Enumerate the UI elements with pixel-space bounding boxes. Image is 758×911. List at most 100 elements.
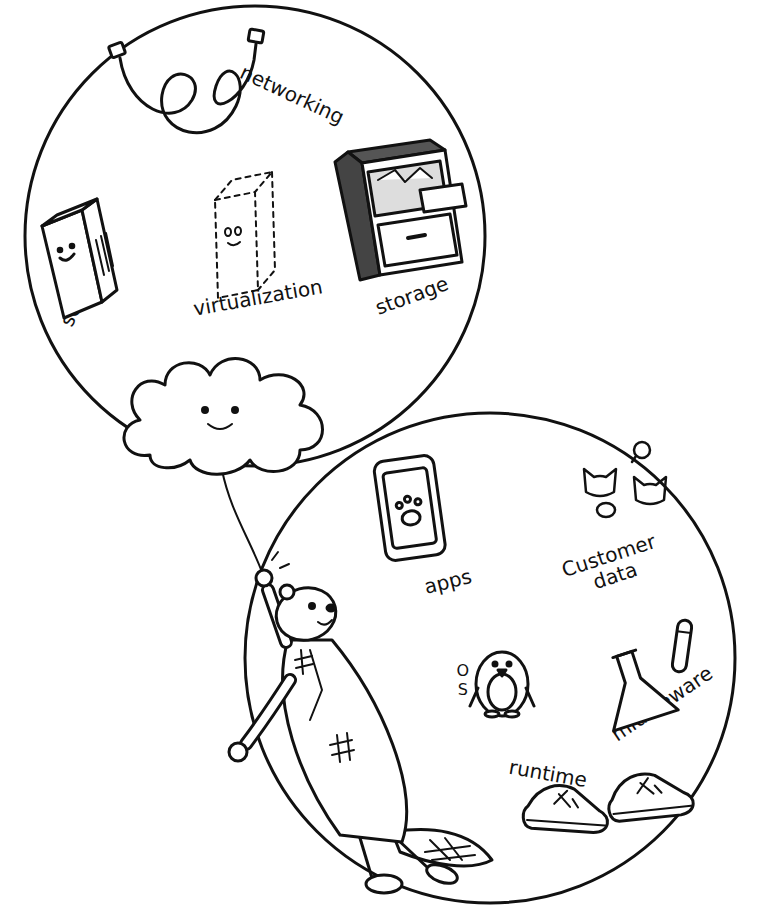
virtual-front xyxy=(215,192,258,298)
otter-leg xyxy=(396,838,428,868)
scope-circle: networking servers virtualization storage xyxy=(23,4,487,468)
server-eye xyxy=(58,248,62,252)
penguin-flipper xyxy=(470,688,534,706)
virtual-eye xyxy=(235,227,241,235)
coat-patch xyxy=(330,733,354,762)
shoe-sole xyxy=(613,806,691,814)
cabinet-top xyxy=(348,140,445,163)
otter-foot xyxy=(424,861,460,887)
penguin-foot xyxy=(485,711,499,717)
cable-wire xyxy=(120,44,256,133)
circle-border xyxy=(245,413,735,903)
item-label: virtualization xyxy=(192,276,324,319)
virtual-eye xyxy=(225,228,231,236)
item-label: apps xyxy=(422,566,474,598)
coat-lapel xyxy=(310,650,322,720)
penguin-eye xyxy=(507,662,511,666)
server-top xyxy=(42,199,97,226)
otter-paw xyxy=(229,743,247,761)
item-label: networking xyxy=(237,62,348,128)
otter-arm xyxy=(268,590,286,642)
otter-arm xyxy=(246,680,290,744)
tube-line xyxy=(677,631,691,633)
server-stripes xyxy=(96,233,113,275)
penguin-eye xyxy=(493,662,497,666)
cat-head xyxy=(584,469,616,496)
phone-screen xyxy=(383,467,437,548)
otter-ear xyxy=(280,585,294,599)
otter-nose xyxy=(327,605,335,611)
network-cable xyxy=(108,29,264,133)
otter-foot xyxy=(366,875,402,893)
sneaker xyxy=(522,783,609,833)
balloon-string xyxy=(222,470,262,572)
scope-circle: appsCustomer dataOSmiddlewareruntime xyxy=(243,411,737,905)
otter-sleeve xyxy=(268,590,286,642)
otter-tail xyxy=(392,830,492,866)
customer-data-icons xyxy=(584,442,666,517)
server-eye xyxy=(70,244,74,248)
item-label: storage xyxy=(373,273,452,319)
server-box xyxy=(42,199,117,318)
speech-bubble xyxy=(597,503,615,517)
item-label: runtime xyxy=(507,757,588,791)
bubble-tail xyxy=(632,456,636,462)
virtual-top xyxy=(215,172,272,200)
penguin-beak xyxy=(498,670,506,676)
flask-icon xyxy=(592,643,678,731)
cabinet-handle xyxy=(408,235,425,238)
shoe-sole xyxy=(527,820,605,825)
penguin-body xyxy=(476,652,528,716)
cable-plug xyxy=(108,42,125,58)
cabinet-drawer xyxy=(378,214,457,266)
cabinet-drawer xyxy=(368,161,447,216)
cloud-shape xyxy=(124,359,323,475)
otter-head xyxy=(270,581,341,647)
cabinet-side xyxy=(335,152,380,280)
cabinet-drawer-open xyxy=(420,184,466,212)
cable-plug xyxy=(248,29,264,43)
circle-outline xyxy=(243,411,737,905)
shoe-body xyxy=(606,769,695,822)
penguin-belly xyxy=(488,674,516,710)
shoe-body xyxy=(522,783,609,833)
sparkle-marks xyxy=(272,552,289,568)
storage-cabinet xyxy=(335,140,466,280)
virtual-smile xyxy=(228,242,240,245)
server-front xyxy=(42,210,102,318)
penguin-icon xyxy=(470,652,534,717)
item-label: servers xyxy=(56,254,107,329)
otter-paw xyxy=(256,570,272,586)
shoe-laces xyxy=(636,777,662,795)
cloud-balloon xyxy=(124,359,323,475)
otter-coat xyxy=(283,640,407,842)
flask-body xyxy=(592,643,678,731)
phone-icon xyxy=(373,454,446,561)
speech-bubble xyxy=(634,442,650,458)
shoe-laces xyxy=(554,790,579,808)
cloud-smile xyxy=(208,424,232,429)
cloud-eye xyxy=(203,408,208,413)
tail-hatch xyxy=(425,838,475,860)
sneaker xyxy=(606,769,695,822)
circle-border xyxy=(25,6,485,466)
otter-sleeve xyxy=(246,680,290,744)
server-side xyxy=(82,199,117,302)
paw-toe xyxy=(396,502,403,509)
item-label: middleware xyxy=(608,663,717,746)
cabinet-files xyxy=(378,168,432,182)
otter-leg xyxy=(360,838,372,878)
test-tube xyxy=(671,619,692,672)
item-label: Customer data xyxy=(558,531,666,602)
flask-rim xyxy=(613,650,636,657)
virtual-side xyxy=(258,172,275,290)
coat-patch xyxy=(295,650,313,674)
phone-body xyxy=(373,454,446,561)
cabinet-front xyxy=(362,150,462,275)
cloud-eye xyxy=(233,408,238,413)
virtual-face xyxy=(225,227,241,245)
